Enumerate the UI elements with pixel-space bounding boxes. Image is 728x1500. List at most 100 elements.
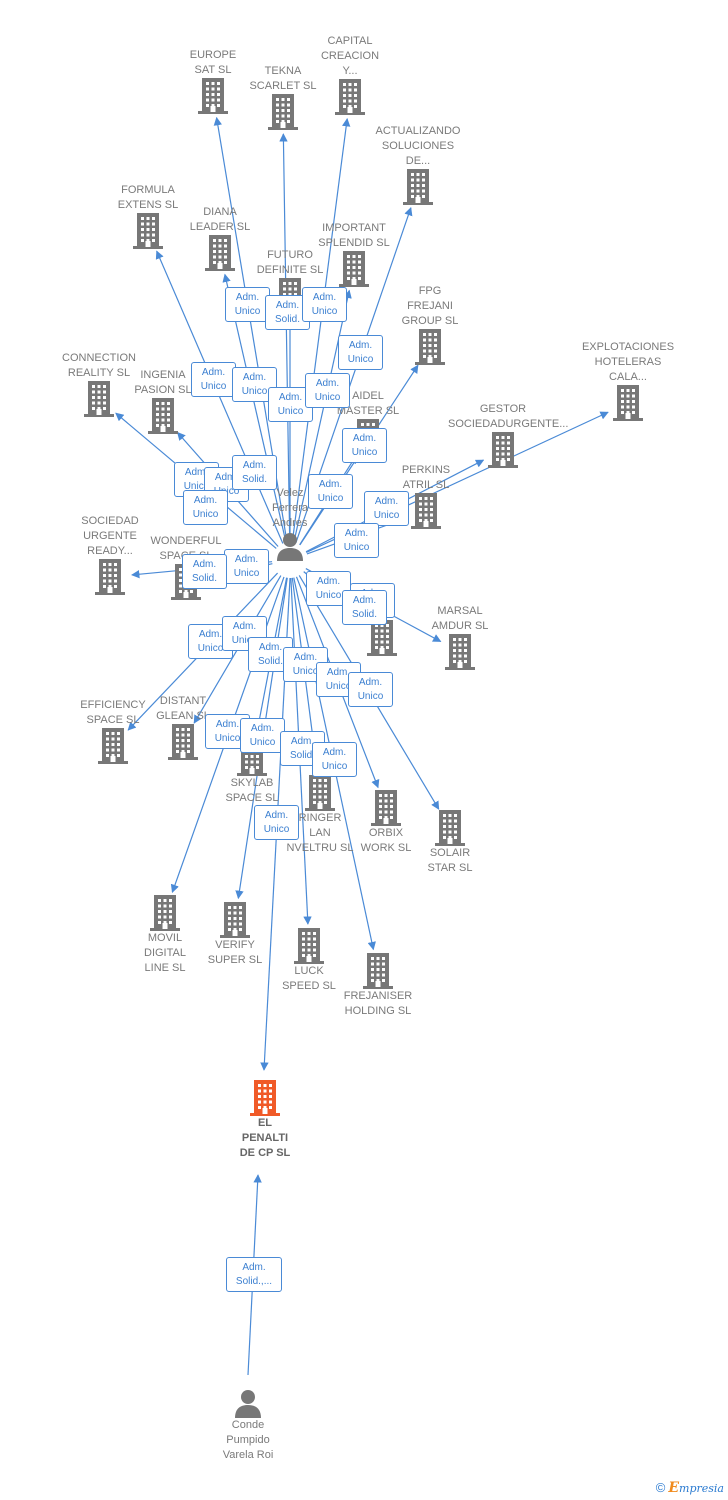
company-label: LUCK SPEED SL [282, 965, 336, 992]
role-badge[interactable]: Adm. Unico [308, 474, 353, 509]
company-node[interactable]: PERKINS ATRIL SL [371, 463, 481, 529]
company-label: FORMULA EXTENS SL [117, 184, 179, 211]
edge-line [155, 250, 284, 544]
role-badge[interactable]: Adm. Unico [348, 672, 393, 707]
role-badge[interactable]: Adm. Unico [312, 742, 357, 777]
company-node[interactable]: EUROPE SAT SL [158, 48, 268, 114]
company-node-highlighted[interactable]: EL PENALTI DE CP SL [210, 1080, 320, 1161]
company-node[interactable]: RINGER LAN NVELTRU SL [265, 775, 375, 856]
company-node[interactable]: GESTOR SOCIEDADURGENTE... [448, 402, 569, 468]
company-node[interactable]: EFFICIENCY SPACE SL [58, 698, 168, 764]
building-icon [55, 559, 165, 595]
building-icon [395, 810, 505, 846]
company-node[interactable]: FREJANISER HOLDING SL [323, 953, 433, 1019]
building-icon [110, 895, 220, 931]
edge-line [293, 289, 352, 543]
person-icon [203, 1388, 293, 1418]
role-badge[interactable]: Adm. Unico [338, 335, 383, 370]
company-node[interactable]: CONNECTION REALITY SL [44, 351, 154, 417]
edge-line [279, 133, 291, 543]
company-label: AIDEL MASTER SL [336, 390, 400, 417]
building-icon [158, 78, 268, 114]
company-label: EUROPE SAT SL [189, 49, 237, 76]
brand-name: mpresia [679, 1482, 724, 1495]
company-node[interactable]: IMPORTANT SPLENDID SL [299, 221, 409, 287]
role-badge[interactable]: Adm. Unico [334, 523, 379, 558]
person-label: Velez Ferrera Andres [271, 487, 309, 529]
company-label: TEKNA SCARLET SL [249, 65, 317, 92]
role-badge[interactable]: Adm. Solid. [232, 455, 277, 490]
building-icon [228, 94, 338, 130]
company-label: EL PENALTI DE CP SL [239, 1117, 291, 1159]
building-icon [180, 902, 290, 938]
company-node[interactable]: EXPLOTACIONES HOTELERAS CALA... [573, 340, 683, 421]
company-label: CONNECTION REALITY SL [62, 352, 136, 379]
company-label: RINGER LAN NVELTRU SL [286, 812, 354, 854]
building-icon [371, 493, 481, 529]
building-icon [448, 432, 558, 468]
building-icon [265, 775, 375, 811]
company-label: FUTURO DEFINITE SL [256, 249, 324, 276]
company-node[interactable]: MARSAL AMDUR SL [405, 604, 515, 670]
company-node[interactable]: FORMULA EXTENS SL [93, 183, 203, 249]
person-label: Conde Pumpido Varela Roi [222, 1419, 274, 1461]
company-node[interactable]: TEKNA SCARLET SL [228, 64, 338, 130]
company-node[interactable]: FPG FREJANI GROUP SL [375, 284, 485, 365]
role-badge[interactable]: Adm. Solid. [182, 554, 227, 589]
company-label: INGENIA PASION SL [134, 369, 192, 396]
role-badge[interactable]: Adm. Unico [224, 549, 269, 584]
role-badge[interactable]: Adm. Unico [302, 287, 347, 322]
company-node[interactable]: INGENIA PASION SL [108, 368, 218, 434]
company-node[interactable]: MOVIL DIGITAL LINE SL [110, 895, 220, 976]
company-node[interactable]: VERIFY SUPER SL [180, 902, 290, 968]
role-badge[interactable]: Adm. Unico [305, 373, 350, 408]
building-icon [327, 620, 437, 656]
company-node[interactable]: CAPITAL CREACION Y... [295, 34, 405, 115]
building-icon [128, 724, 238, 760]
role-badge[interactable]: Adm. Unico [191, 362, 236, 397]
company-node[interactable]: ACTUALIZANDO SOLUCIONES DE... [363, 124, 473, 205]
building-icon [323, 953, 433, 989]
company-node[interactable]: ORBIX WORK SL [331, 790, 441, 856]
building-icon [108, 398, 218, 434]
role-badge[interactable]: Adm. Unico [364, 491, 409, 526]
company-label: SOCIEDAD URGENTE READY... [81, 515, 139, 557]
company-label: SOLAIR STAR SL [427, 847, 473, 874]
company-label: FPG FREJANI GROUP SL [401, 285, 459, 327]
company-label: SKYLAB SPACE SL [225, 777, 279, 804]
company-label: ACTUALIZANDO SOLUCIONES DE... [375, 125, 461, 167]
role-badge[interactable]: Adm. Solid. [342, 590, 387, 625]
company-label: PERKINS ATRIL SL [401, 464, 451, 491]
company-node[interactable]: SOLAIR STAR SL [395, 810, 505, 876]
building-icon [58, 728, 168, 764]
company-label: FREJANISER HOLDING SL [343, 990, 413, 1017]
building-icon [331, 790, 441, 826]
building-icon [375, 329, 485, 365]
building-icon [299, 251, 409, 287]
footer-brand: © Empresia [656, 1480, 724, 1496]
role-badge[interactable]: Adm. Solid.,... [226, 1257, 282, 1292]
building-icon [44, 381, 154, 417]
company-label: EXPLOTACIONES HOTELERAS CALA... [581, 341, 675, 383]
person-node[interactable]: Velez Ferrera Andres [245, 486, 335, 561]
role-badge[interactable]: Adm. Unico [342, 428, 387, 463]
building-icon [210, 1080, 320, 1116]
role-badge[interactable]: Adm. Unico [240, 718, 285, 753]
role-badge[interactable]: Adm. Unico [232, 367, 277, 402]
company-node[interactable]: SOCIEDAD URGENTE READY... [55, 514, 165, 595]
building-icon [93, 213, 203, 249]
building-icon [363, 169, 473, 205]
company-node[interactable]: LUCK SPEED SL [254, 928, 364, 994]
company-node[interactable]: DIANA LEADER SL [165, 205, 275, 271]
building-icon [573, 385, 683, 421]
company-label: CAPITAL CREACION Y... [320, 35, 380, 77]
role-badge[interactable]: Adm. Unico [183, 490, 228, 525]
role-badge[interactable]: Adm. Unico [254, 805, 299, 840]
building-icon [165, 235, 275, 271]
company-label: ORBIX WORK SL [360, 827, 412, 854]
company-label: GESTOR SOCIEDADURGENTE... [448, 403, 569, 430]
company-label: EFFICIENCY SPACE SL [80, 699, 146, 726]
person-node[interactable]: Conde Pumpido Varela Roi [203, 1388, 293, 1463]
role-badge[interactable]: Adm. Unico [225, 287, 270, 322]
company-label: IMPORTANT SPLENDID SL [318, 222, 390, 249]
